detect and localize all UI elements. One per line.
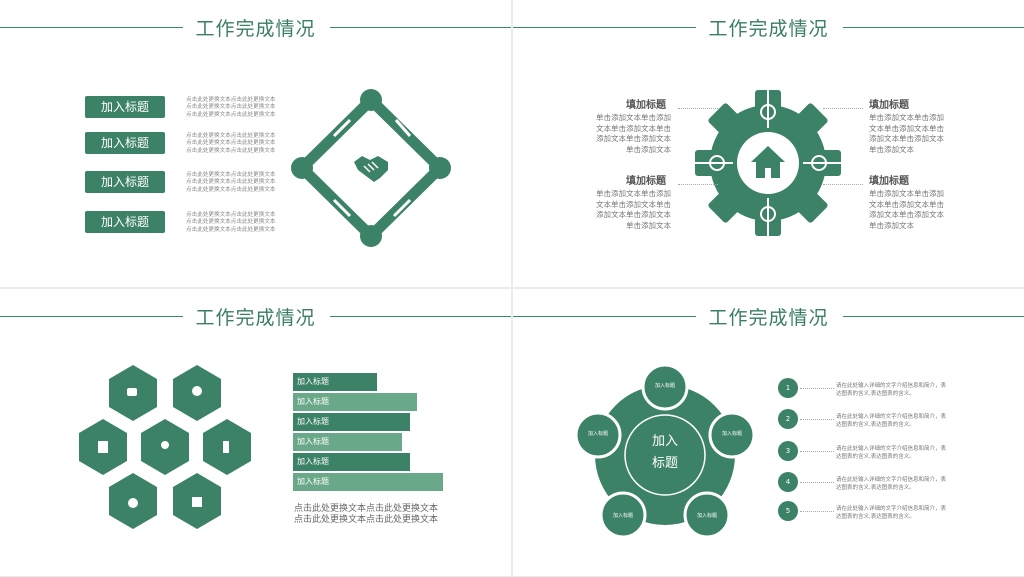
dash-3: [800, 451, 834, 452]
connector-bottom-left: [678, 184, 718, 185]
header-line-left: [513, 316, 696, 317]
text-bottom-left: 单击添加文本单击添加 文本单击添加文本单击 添加文本单击添加文本 单击添加文本: [596, 189, 671, 230]
number-badge-3: 3: [778, 441, 798, 461]
connector-bottom-right: [823, 184, 863, 185]
bar-4: 加入标题: [293, 433, 402, 451]
slide-2[interactable]: 工作完成情况 填加标题 单击添加文本单击添加 文本单击添加文本单击 添加文本单击…: [513, 0, 1024, 287]
text-bottom-right: 单击添加文本单击添加 文本单击添加文本单击 添加文本单击添加文本 单击添加文本: [869, 189, 944, 230]
handshake-icon: [354, 156, 388, 182]
title-button-1[interactable]: 加入标题: [85, 96, 165, 118]
connector-top-right: [823, 108, 863, 109]
pentagon-graphic: [574, 363, 756, 539]
header-line-left: [0, 27, 183, 28]
header-line-right: [330, 316, 511, 317]
text-top-right: 单击添加文本单击添加 文本单击添加文本单击 添加文本单击添加文本 单击添加文本: [869, 113, 944, 154]
item-text-3: 点击此处更换文本点击此处更换文本 点击此处更换文本点击此处更换文本 点击此处更换…: [186, 172, 276, 193]
slide-title: 工作完成情况: [195, 307, 316, 329]
title-button-2[interactable]: 加入标题: [85, 132, 165, 154]
number-badge-5: 5: [778, 501, 798, 521]
title-top-left: 填加标题: [626, 100, 666, 111]
header-line-right: [330, 27, 511, 28]
dash-4: [800, 482, 834, 483]
list-text-3: 请在此处输入详细的文字介绍信息和简介，表达图表的含义,表达图表的含义。: [836, 446, 947, 460]
title-button-4[interactable]: 加入标题: [85, 211, 165, 233]
circle-label-1: 加入标题: [654, 383, 675, 389]
slide-3[interactable]: 工作完成情况 加入标题 加入标题 加入标题 加入标题 加入标题 加入标题 点击此…: [0, 289, 511, 576]
item-text-1: 点击此处更换文本点击此处更换文本 点击此处更换文本点击此处更换文本 点击此处更换…: [186, 97, 276, 118]
center-label: 加入 标题: [651, 434, 678, 471]
header-line-right: [843, 316, 1024, 317]
circle-label-5: 加入标题: [587, 431, 608, 437]
title-bottom-right: 填加标题: [869, 176, 909, 187]
number-badge-1: 1: [778, 378, 798, 398]
bar-3: 加入标题: [293, 413, 410, 431]
title-top-right: 填加标题: [869, 100, 909, 111]
dash-5: [800, 511, 834, 512]
dash-2: [800, 419, 834, 420]
list-text-4: 请在此处输入详细的文字介绍信息和简介，表达图表的含义,表达图表的含义。: [836, 477, 947, 491]
slide-title: 工作完成情况: [708, 307, 829, 329]
list-text-1: 请在此处输入详细的文字介绍信息和简介，表达图表的含义,表达图表的含义。: [836, 383, 947, 397]
number-badge-2: 2: [778, 409, 798, 429]
list-text-5: 请在此处输入详细的文字介绍信息和简介，表达图表的含义,表达图表的含义。: [836, 506, 947, 520]
bar-5: 加入标题: [293, 453, 410, 471]
diamond-graphic: [291, 89, 451, 247]
item-text-2: 点击此处更换文本点击此处更换文本 点击此处更换文本点击此处更换文本 点击此处更换…: [186, 133, 276, 154]
header-line-left: [513, 27, 696, 28]
connector-top-left: [678, 108, 718, 109]
hexagon-graphic: [79, 365, 251, 529]
dash-1: [800, 388, 834, 389]
slide-title: 工作完成情况: [708, 18, 829, 40]
bar-6: 加入标题: [293, 473, 443, 491]
home-icon: [751, 146, 785, 178]
title-bottom-left: 填加标题: [626, 176, 666, 187]
header-line-left: [0, 316, 183, 317]
number-badge-4: 4: [778, 472, 798, 492]
circle-label-4: 加入标题: [612, 513, 633, 519]
item-text-4: 点击此处更换文本点击此处更换文本 点击此处更换文本点击此处更换文本 点击此处更换…: [186, 212, 276, 233]
slide-title: 工作完成情况: [195, 18, 316, 40]
title-button-3[interactable]: 加入标题: [85, 171, 165, 193]
list-text-2: 请在此处输入详细的文字介绍信息和简介，表达图表的含义,表达图表的含义。: [836, 414, 947, 428]
text-top-left: 单击添加文本单击添加 文本单击添加文本单击 添加文本单击添加文本 单击添加文本: [596, 113, 671, 154]
bar-2: 加入标题: [293, 393, 417, 411]
header-line-right: [843, 27, 1024, 28]
circle-label-2: 加入标题: [721, 431, 742, 437]
description-text: 点击此处更换文本点击此处更换文本 点击此处更换文本点击此处更换文本: [294, 504, 439, 525]
bar-1: 加入标题: [293, 373, 377, 391]
slide-4[interactable]: 工作完成情况 加入标题 加入标题 加入标题 加入标题 加入标题 加入 标题 1 …: [513, 289, 1024, 576]
circle-label-3: 加入标题: [696, 513, 717, 519]
slide-1[interactable]: 工作完成情况 加入标题 点击此处更换文本点击此处更换文本 点击此处更换文本点击此…: [0, 0, 511, 287]
